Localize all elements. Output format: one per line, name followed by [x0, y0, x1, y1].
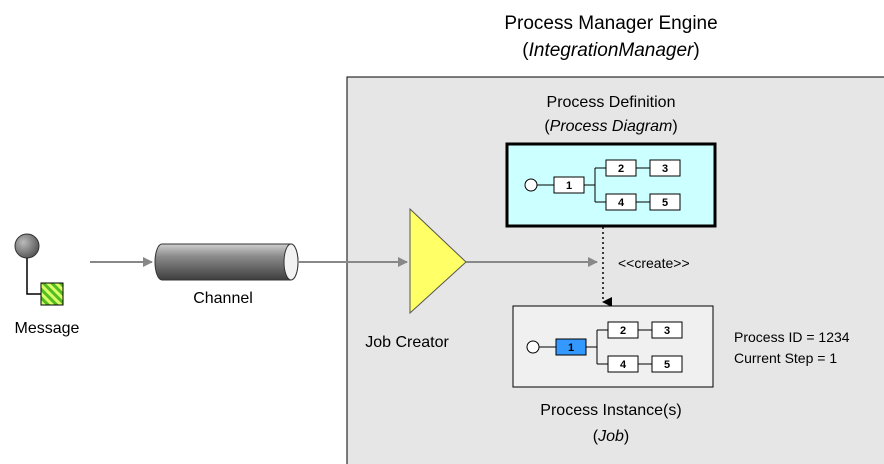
definition-step-3 — [649, 159, 681, 177]
engine-subtitle: (IntegrationManager) — [522, 40, 699, 61]
definition-step-5 — [649, 193, 681, 211]
definition-title: Process Definition — [547, 94, 676, 111]
job-creator-icon — [409, 207, 467, 315]
svg-text:3: 3 — [662, 163, 668, 175]
instance-title: Process Instance(s) — [540, 402, 681, 419]
svg-text:5: 5 — [664, 359, 670, 371]
instance-flow: 1 2 3 4 5 — [526, 321, 683, 373]
svg-text:5: 5 — [662, 197, 668, 209]
definition-flow: 1 2 3 4 5 — [524, 159, 681, 211]
process-id-text: Process ID = 1234 — [734, 329, 850, 345]
svg-text:2: 2 — [620, 325, 626, 337]
instance-step-5 — [651, 355, 683, 373]
svg-text:2: 2 — [618, 163, 624, 175]
instance-step-3 — [651, 321, 683, 339]
channel-icon — [154, 243, 299, 281]
current-step-text: Current Step = 1 — [734, 350, 837, 366]
channel-label: Channel — [193, 290, 253, 307]
message-icon — [14, 233, 64, 306]
message-label: Message — [15, 320, 80, 337]
definition-subtitle: (Process Diagram) — [544, 118, 677, 135]
engine-title: Process Manager Engine — [504, 13, 717, 34]
create-label: <<create>> — [618, 255, 690, 271]
svg-text:4: 4 — [620, 359, 627, 371]
instance-subtitle: (Job) — [593, 428, 629, 445]
job-creator-label: Job Creator — [365, 334, 449, 351]
svg-text:1: 1 — [566, 180, 572, 192]
svg-text:3: 3 — [664, 325, 670, 337]
svg-text:4: 4 — [618, 197, 625, 209]
svg-text:1: 1 — [568, 342, 574, 354]
